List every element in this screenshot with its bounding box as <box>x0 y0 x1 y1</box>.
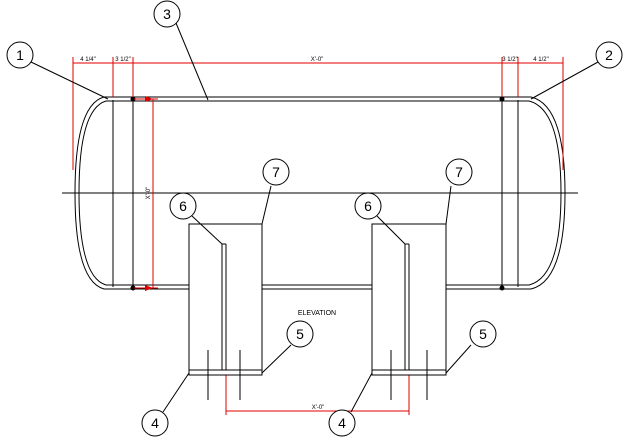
left-saddle <box>188 223 263 400</box>
head-seams <box>112 100 519 287</box>
dimension-lines <box>72 57 564 415</box>
callout-6-right: 6 <box>354 192 382 220</box>
callout-2-label: 2 <box>605 47 613 63</box>
callout-1: 1 <box>6 41 34 69</box>
callout-2: 2 <box>595 41 623 69</box>
callout-5-left: 5 <box>286 320 314 348</box>
dim-diameter: X'-0" <box>146 187 152 200</box>
dim-right-head: 4 1/2" <box>533 57 548 63</box>
callout-5-right-label: 5 <box>479 326 487 342</box>
callout-7-right: 7 <box>445 158 473 186</box>
dim-saddle-spacing: X'-0" <box>312 405 325 411</box>
callout-4-left-label: 4 <box>151 415 159 431</box>
callout-5-left-label: 5 <box>296 326 304 342</box>
callout-6-left: 6 <box>169 192 197 220</box>
callout-4-right-label: 4 <box>338 415 346 431</box>
callout-7-left-label: 7 <box>272 164 280 180</box>
callout-4-right: 4 <box>328 409 356 437</box>
dim-left-head: 4 1/4" <box>80 57 95 63</box>
right-saddle <box>371 223 447 400</box>
tank-shell <box>74 96 566 290</box>
dim-right-flange: 3 1/2" <box>502 57 517 63</box>
dim-left-flange: 3 1/2" <box>115 57 130 63</box>
seam-points <box>130 96 505 291</box>
callout-3-label: 3 <box>163 6 171 22</box>
callout-7-right-label: 7 <box>455 164 463 180</box>
callout-4-left: 4 <box>141 409 169 437</box>
dim-shell-length: X'-0" <box>311 57 324 63</box>
callout-6-left-label: 6 <box>179 198 187 214</box>
callout-6-right-label: 6 <box>364 198 372 214</box>
view-label: ELEVATION <box>298 310 336 317</box>
leader-lines <box>30 22 599 413</box>
callout-1-label: 1 <box>16 47 24 63</box>
callout-3: 3 <box>153 0 181 28</box>
dimension-ticks <box>145 96 153 291</box>
callout-5-right: 5 <box>469 320 497 348</box>
callout-7-left: 7 <box>262 158 290 186</box>
